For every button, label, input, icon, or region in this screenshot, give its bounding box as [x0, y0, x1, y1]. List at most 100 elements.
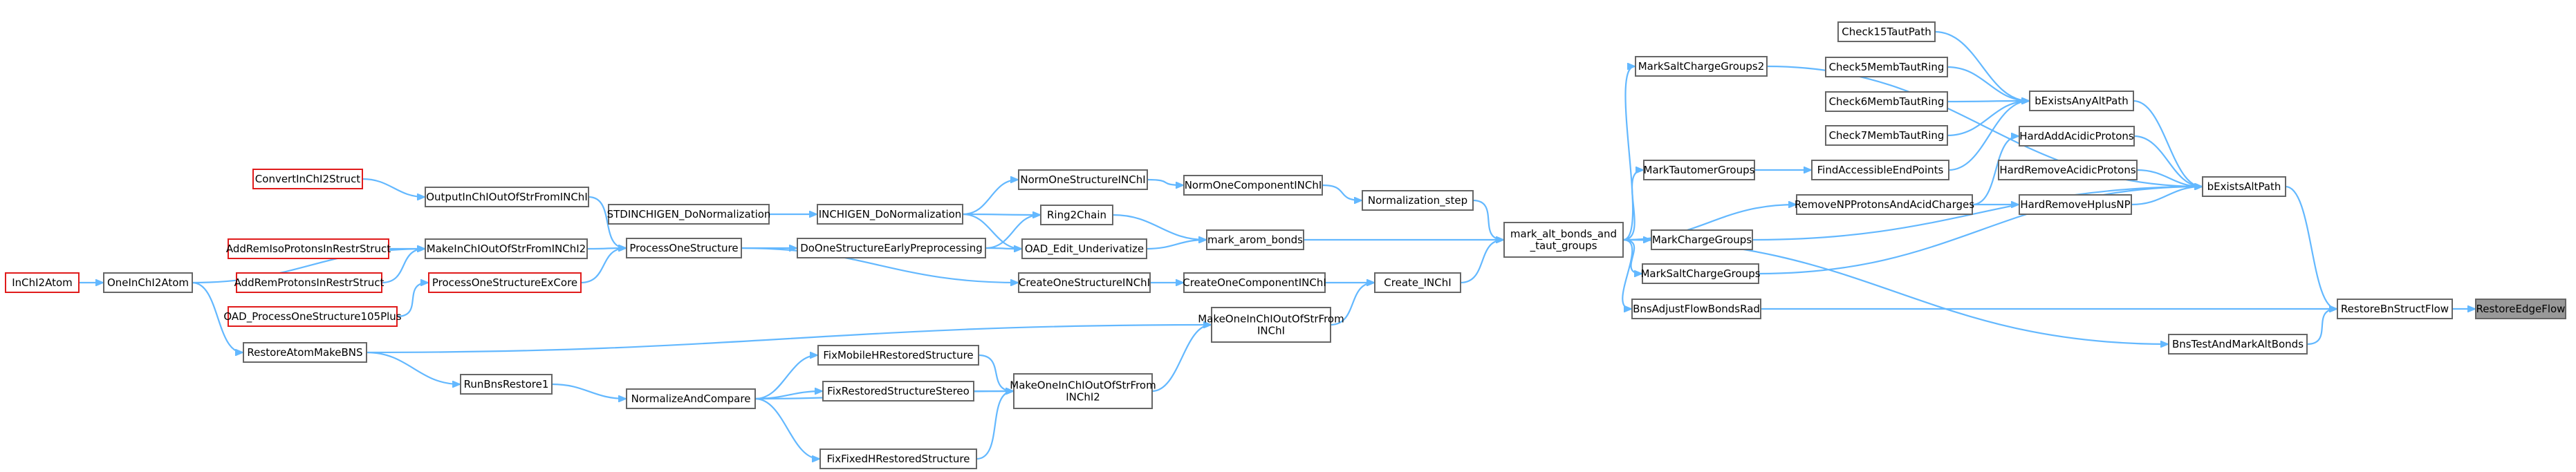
node-createonecomponentinchi[interactable]: CreateOneComponentINChI	[1183, 272, 1326, 293]
node-box[interactable]	[2019, 126, 2135, 147]
node-bnsadjustflowbondsrad[interactable]: BnsAdjustFlowBondsRad	[1631, 299, 1761, 319]
node-bexistsaltpath[interactable]: bExistsAltPath	[2202, 176, 2286, 197]
node-createonestructureinchi[interactable]: CreateOneStructureINChI	[1018, 272, 1151, 293]
node-box[interactable]	[822, 381, 974, 402]
node-box[interactable]	[1825, 57, 1948, 77]
node-normonecomponentinchi[interactable]: NormOneComponentINChI	[1183, 175, 1323, 196]
node-box[interactable]	[236, 272, 382, 293]
node-box[interactable]	[2029, 91, 2134, 111]
node-box[interactable]	[1206, 229, 1304, 250]
node-runbnsrestore1[interactable]: RunBnsRestore1	[460, 374, 553, 395]
node-inchigen-donormalization[interactable]: INCHIGEN_DoNormalization	[817, 204, 963, 225]
node-check15tautpath[interactable]: Check15TautPath	[1837, 21, 1936, 42]
node-box[interactable]	[2168, 334, 2308, 355]
node-box[interactable]	[626, 238, 742, 258]
node-oneinchi2atom[interactable]: OneInChI2Atom	[103, 272, 193, 293]
node-box[interactable]	[460, 374, 553, 395]
node-box[interactable]	[1643, 160, 1755, 180]
node-restoreatommakebns[interactable]: RestoreAtomMakeBNS	[243, 342, 367, 363]
node-box[interactable]	[103, 272, 193, 293]
node-box[interactable]	[1651, 229, 1753, 250]
node-mark-arom-bonds[interactable]: mark_arom_bonds	[1206, 229, 1304, 250]
node-box[interactable]	[1021, 238, 1147, 259]
node-box[interactable]	[1796, 194, 1973, 215]
node-processonestructureexcore[interactable]: ProcessOneStructureExCore	[428, 272, 582, 293]
node-box[interactable]	[1183, 175, 1323, 196]
node-box[interactable]	[608, 204, 770, 225]
node-box[interactable]	[1018, 272, 1151, 293]
node-restoreedgeflow[interactable]: RestoreEdgeFlow	[2475, 299, 2566, 319]
node-hardremovehplusnp[interactable]: HardRemoveHplusNP	[2019, 194, 2132, 215]
node-ring2chain[interactable]: Ring2Chain	[1040, 205, 1113, 225]
node-box[interactable]	[428, 272, 582, 293]
node-box[interactable]	[1825, 91, 1948, 112]
node-box[interactable]	[2019, 194, 2132, 215]
node-box[interactable]	[1825, 125, 1948, 146]
node-fixrestoredstructurestereo[interactable]: FixRestoredStructureStereo	[822, 381, 974, 402]
node-hardaddacidicprotons[interactable]: HardAddAcidicProtons	[2019, 126, 2135, 147]
node-restorebnstructflow[interactable]: RestoreBnStructFlow	[2337, 299, 2453, 319]
node-bnstestandmarkaltbonds[interactable]: BnsTestAndMarkAltBonds	[2168, 334, 2308, 355]
node-outputinchioutofstrfrominchi[interactable]: OutputInChIOutOfStrFromINChI	[425, 187, 589, 207]
node-box[interactable]	[243, 342, 367, 363]
node-box[interactable]	[797, 238, 986, 258]
node-box[interactable]	[425, 238, 588, 259]
node-removenpprotonsandacidcharges[interactable]: RemoveNPProtonsAndAcidCharges	[1795, 194, 1974, 215]
node-box[interactable]	[1362, 190, 1474, 211]
node-box[interactable]	[1018, 169, 1148, 190]
node-markchargegroups[interactable]: MarkChargeGroups	[1651, 229, 1753, 250]
node-box[interactable]	[1211, 307, 1331, 343]
node-box[interactable]	[817, 345, 979, 366]
node-doonestructureearlypreprocessing[interactable]: DoOneStructureEarlyPreprocessing	[797, 238, 986, 258]
node-box[interactable]	[1811, 160, 1949, 180]
node-addremisoprotonsinrestrstruct[interactable]: AddRemIsoProtonsInRestrStruct	[226, 238, 391, 259]
node-box[interactable]	[626, 388, 756, 409]
node-box[interactable]	[1642, 263, 1759, 284]
node-box[interactable]	[2337, 299, 2453, 319]
node-box[interactable]	[1013, 373, 1153, 409]
node-convertinchi2struct[interactable]: ConvertInChI2Struct	[252, 169, 363, 189]
node-box[interactable]	[425, 187, 589, 207]
node-box[interactable]	[1503, 222, 1624, 258]
node-check7membtautring[interactable]: Check7MembTautRing	[1825, 125, 1948, 146]
node-inchi2atom[interactable]: InChI2Atom	[5, 272, 80, 293]
node-makeinchioutofstrfrominchi2[interactable]: MakeInChIOutOfStrFromINChI2	[425, 238, 588, 259]
node-box[interactable]	[228, 238, 389, 259]
node-box[interactable]	[1837, 21, 1936, 42]
node-marksaltchargegroups[interactable]: MarkSaltChargeGroups	[1640, 263, 1761, 284]
node-check6membtautring[interactable]: Check6MembTautRing	[1825, 91, 1948, 112]
node-fixmobilehrestoredstructure[interactable]: FixMobileHRestoredStructure	[817, 345, 979, 366]
node-bexistsanyaltpath[interactable]: bExistsAnyAltPath	[2029, 91, 2134, 111]
node-stdinchigen-donormalization[interactable]: STDINCHIGEN_DoNormalization	[607, 204, 771, 225]
node-box[interactable]	[1183, 272, 1326, 293]
node-mark-alt-bonds-and-taut-groups[interactable]: mark_alt_bonds_and_taut_groups	[1503, 222, 1624, 258]
node-addremprotonsinrestrstruct[interactable]: AddRemProtonsInRestrStruct	[234, 272, 384, 293]
node-marksaltchargegroups2[interactable]: MarkSaltChargeGroups2	[1635, 56, 1768, 77]
node-box[interactable]	[228, 306, 398, 327]
node-box[interactable]	[1374, 272, 1461, 293]
node-box[interactable]	[2202, 176, 2286, 197]
node-box[interactable]	[2475, 299, 2566, 319]
node-box[interactable]	[817, 204, 963, 225]
node-normonestructureinchi[interactable]: NormOneStructureINChI	[1018, 169, 1148, 190]
node-marktautomergroups[interactable]: MarkTautomerGroups	[1643, 160, 1755, 180]
node-box[interactable]	[1998, 160, 2138, 180]
node-normalization-step[interactable]: Normalization_step	[1362, 190, 1474, 211]
node-check5membtautring[interactable]: Check5MembTautRing	[1825, 57, 1948, 77]
node-create-inchi[interactable]: Create_INChI	[1374, 272, 1461, 293]
node-box[interactable]	[1040, 205, 1113, 225]
node-box[interactable]	[819, 449, 977, 469]
node-box[interactable]	[1635, 56, 1768, 77]
node-normalizeandcompare[interactable]: NormalizeAndCompare	[626, 388, 756, 409]
node-box[interactable]	[5, 272, 80, 293]
node-findaccessibleendpoints[interactable]: FindAccessibleEndPoints	[1811, 160, 1949, 180]
node-hardremoveacidicprotons[interactable]: HardRemoveAcidicProtons	[1998, 160, 2138, 180]
node-oad-edit-underivatize[interactable]: OAD_Edit_Underivatize	[1021, 238, 1147, 259]
node-processonestructure[interactable]: ProcessOneStructure	[626, 238, 742, 258]
node-box[interactable]	[252, 169, 363, 189]
node-fixfixedhrestoredstructure[interactable]: FixFixedHRestoredStructure	[819, 449, 977, 469]
node-box[interactable]	[1631, 299, 1761, 319]
node-oad-processonestructure105plus[interactable]: OAD_ProcessOneStructure105Plus	[223, 306, 402, 327]
